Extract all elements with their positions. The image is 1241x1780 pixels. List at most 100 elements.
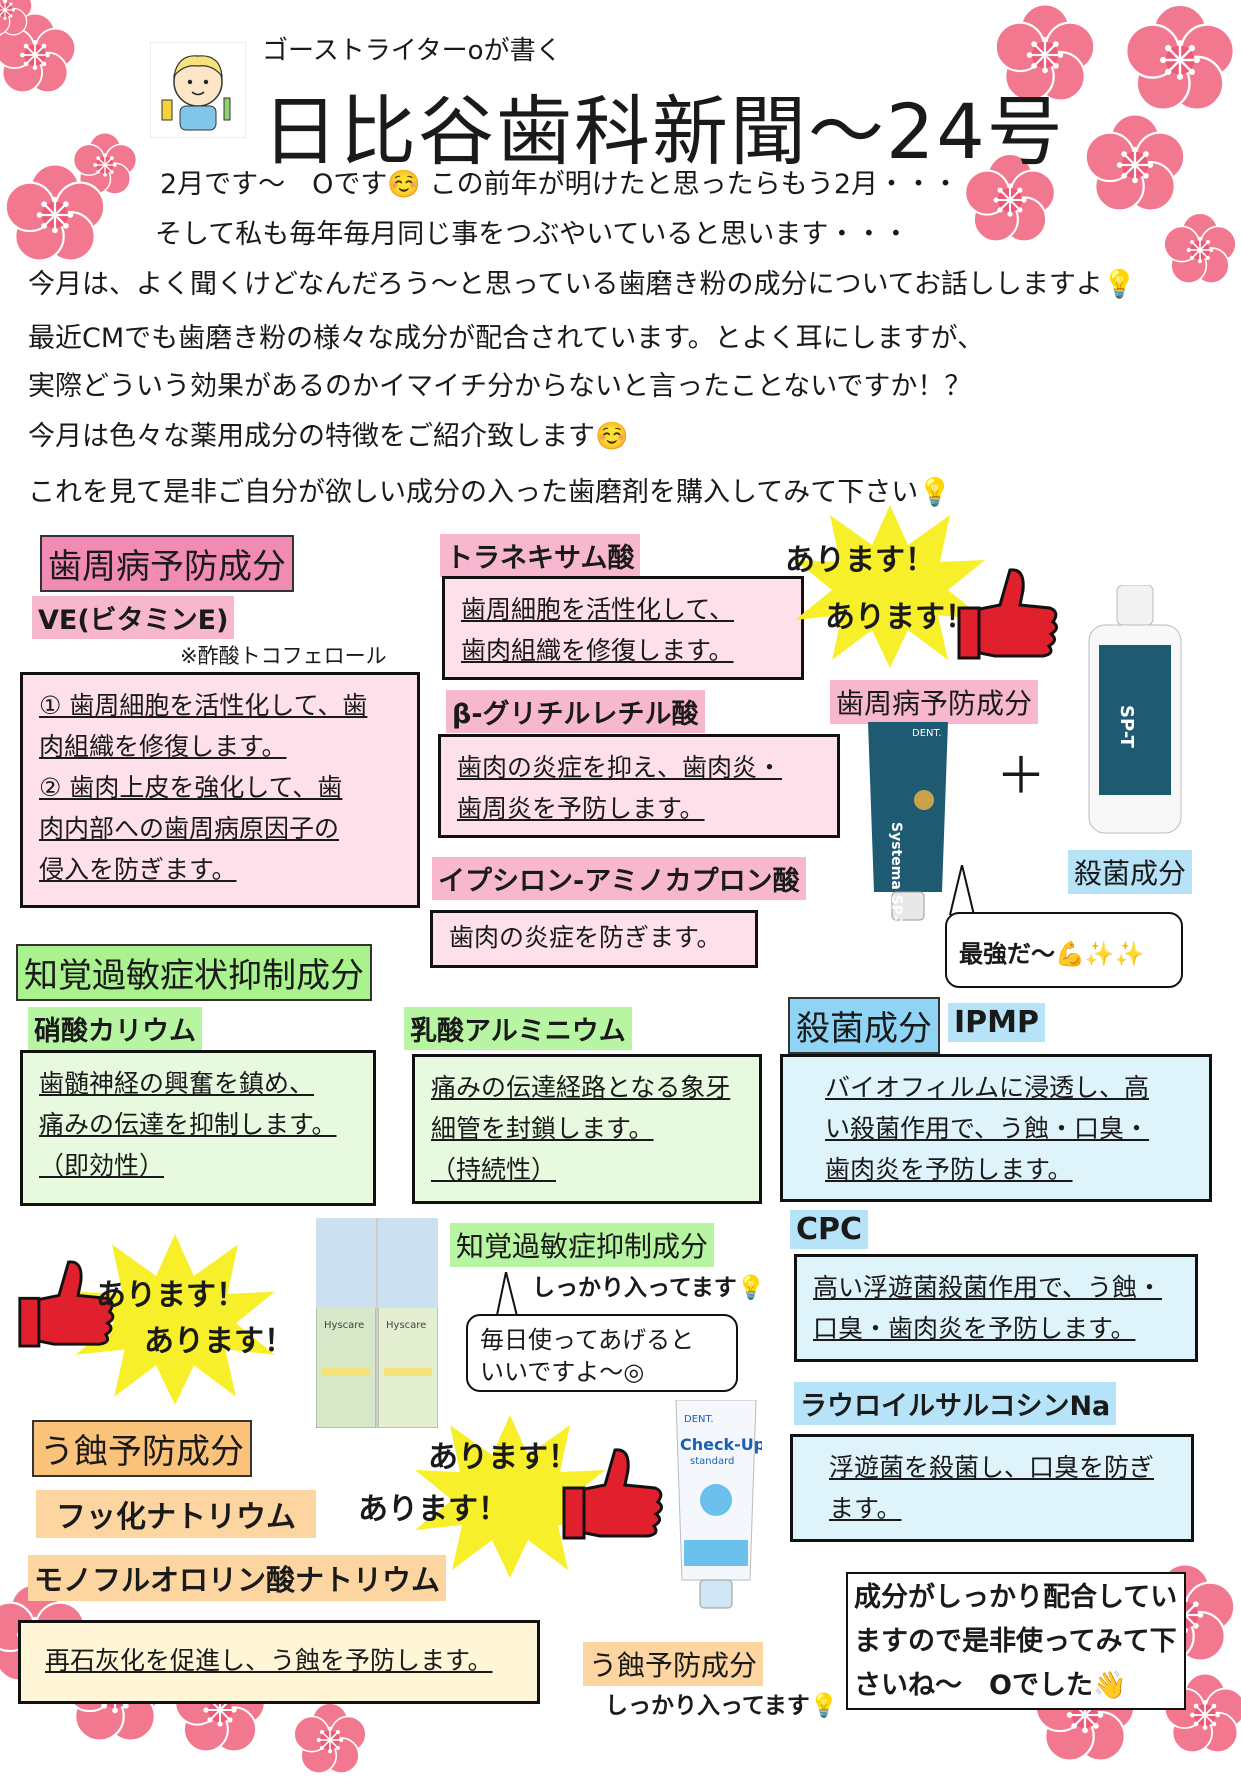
systema-bottle-image: SP-T (1085, 584, 1185, 835)
glycyr-title: β-グリチルレチル酸 (446, 690, 705, 733)
closing-line: ますので是非使ってみて下 (854, 1626, 1177, 1657)
product2-bubble: 毎日使ってあげると いいですよ〜◎ (466, 1314, 738, 1392)
product1-label-perio: 歯周病予防成分 (830, 680, 1039, 724)
product1-bubble: 最強だ〜💪✨✨ (945, 912, 1183, 988)
intro-line: 実際どういう効果があるのかイマイチ分からないと言ったことないですか！？ (28, 371, 972, 402)
kno3-title: 硝酸カリウム (28, 1007, 202, 1050)
bubble-line: 毎日使ってあげると (480, 1326, 695, 1354)
mfp-box: 再石灰化を促進し、う蝕を予防します。 (18, 1620, 540, 1704)
lsna-line: ます。 (829, 1494, 902, 1523)
ipmp-line: バイオフィルムに浸透し、高 (825, 1073, 1150, 1102)
systema-tube-image: DENT. Systema SP-T (862, 722, 954, 928)
blossom-decoration (990, 0, 1100, 110)
closing-line: 成分がしっかり配合してい (854, 1582, 1178, 1613)
tube-brand: DENT. (912, 728, 942, 739)
blossom-decoration (1160, 210, 1240, 290)
ve-line: 肉内部への歯周病原因子の (39, 814, 340, 843)
box-name: Hyscare (386, 1320, 426, 1331)
page-title: 日比谷歯科新聞〜24号 (262, 87, 1065, 176)
ve-line: ② 歯肉上皮を強化して、歯 (39, 773, 343, 802)
intro-line: 2月です〜 Oです☺️ この前年が明けたと思ったらもう2月・・・ (160, 169, 959, 200)
blossom-decoration (0, 0, 35, 40)
lsna-line: 浮遊菌を殺菌し、口臭を防ぎ (829, 1453, 1155, 1482)
cpc-title: CPC (790, 1210, 869, 1249)
bottle-name: SP-T (1116, 705, 1137, 749)
intro-line: そして私も毎年毎月同じ事をつぶやいていると思います・・・ (155, 219, 910, 250)
cpc-line: 高い浮遊菌殺菌作用で、う蝕・ (813, 1273, 1163, 1302)
closing-note: 成分がしっかり配合してい ますので是非使ってみて下 さいね〜 Oでした👋 (846, 1572, 1186, 1710)
al-box: 痛みの伝達経路となる象牙 細管を封鎖します。 （持続性） (412, 1054, 762, 1204)
bubble-line: いいですよ〜◎ (480, 1358, 645, 1386)
tube-name: Check-Up (680, 1435, 762, 1454)
starburst-icon (795, 505, 985, 668)
bubble-tail (494, 1272, 520, 1320)
intro-line: 最近CMでも歯磨き粉の様々な成分が配合されています。とよく耳にしますが、 (28, 323, 985, 354)
perio-section-label: 歯周病予防成分 (40, 535, 294, 592)
cheer-text: あります！ (428, 1440, 578, 1475)
blossom-decoration (290, 1700, 370, 1780)
blossom-decoration (0, 10, 80, 100)
tube-name: Systema SP-T (888, 822, 904, 922)
product3-label: う蝕予防成分 (583, 1642, 764, 1686)
mfp-line: 再石灰化を促進し、う蝕を予防します。 (45, 1646, 493, 1675)
cpc-line: 口臭・歯肉炎を予防します。 (813, 1314, 1136, 1343)
cheer-text: あります！ (825, 600, 975, 635)
blossom-decoration (960, 150, 1060, 250)
tube-brand: DENT. (684, 1414, 714, 1425)
lsna-title: ラウロイルサルコシンNa (794, 1382, 1117, 1425)
product1-label-steril: 殺菌成分 (1068, 850, 1193, 894)
mfp-title: モノフルオロリン酸ナトリウム (28, 1555, 447, 1601)
closing-line: さいね〜 Oでした👋 (854, 1670, 1127, 1701)
checkup-tube-image: DENT. Check-Up standard (670, 1399, 765, 1610)
blossom-decoration (1120, 0, 1240, 120)
glycyr-line: 歯周炎を予防します。 (457, 794, 705, 823)
intro-line: これを見て是非ご自分が欲しい成分の入った歯磨剤を購入してみて下さい💡 (28, 477, 952, 508)
starburst-icon (75, 1234, 275, 1406)
product2-label: 知覚過敏症抑制成分 (450, 1223, 715, 1267)
ipmp-line: い殺菌作用で、う蝕・口臭・ (825, 1114, 1150, 1143)
ipmp-box: バイオフィルムに浸透し、高 い殺菌作用で、う蝕・口臭・ 歯肉炎を予防します。 (780, 1054, 1212, 1202)
cheer-text: あります！ (144, 1324, 294, 1359)
ve-note: ※酢酸トコフェロール (180, 644, 387, 668)
al-line: （持続性） (431, 1155, 557, 1184)
thumbs-up-icon (18, 1260, 115, 1348)
box-name: Hyscare (324, 1320, 364, 1331)
steril-section-label: 殺菌成分 (788, 997, 940, 1054)
ve-title: VE(ビタミンE) (32, 596, 235, 639)
bubble-tail (948, 865, 976, 915)
cheer-text: あります！ (96, 1278, 246, 1313)
al-title: 乳酸アルミニウム (404, 1007, 632, 1050)
tranexamic-title: トラネキサム酸 (440, 534, 641, 577)
starburst-icon (415, 1415, 605, 1578)
kno3-line: 歯髄神経の興奮を鎮め、 (39, 1069, 315, 1098)
cheer-text: あります！ (358, 1492, 508, 1527)
kno3-box: 歯髄神経の興奮を鎮め、 痛みの伝達を抑制します。 （即効性） (20, 1050, 376, 1206)
tranexamic-line: 歯肉組織を修復します。 (461, 636, 734, 665)
plus-sign: ＋ (996, 747, 1046, 805)
ipmp-title: IPMP (948, 1003, 1045, 1042)
ve-line: 肉組織を修復します。 (39, 732, 287, 761)
intro-line: 今月は、よく聞くけどなんだろう〜と思っている歯磨き粉の成分についてお話ししますよ… (28, 269, 1137, 300)
product3-note: しっかり入ってます💡 (605, 1693, 839, 1719)
glycyr-line: 歯肉の炎症を抑え、歯肉炎・ (457, 753, 783, 782)
al-line: 細管を封鎖します。 (431, 1114, 654, 1143)
ve-box: ① 歯周細胞を活性化して、歯 肉組織を修復します。 ② 歯肉上皮を強化して、歯 … (20, 672, 420, 908)
glycyr-box: 歯肉の炎症を抑え、歯肉炎・ 歯周炎を予防します。 (438, 734, 840, 838)
epsilon-title: イプシロン-アミノカプロン酸 (432, 857, 806, 900)
blossom-decoration (70, 130, 140, 200)
thumbs-up-icon (957, 568, 1058, 660)
blossom-decoration (0, 160, 110, 270)
caries-section-label: う蝕予防成分 (32, 1420, 252, 1477)
epsilon-line: 歯肉の炎症を防ぎます。 (449, 923, 722, 952)
intro-line: 今月は色々な薬用成分の特徴をご紹介致します☺️ (28, 421, 629, 452)
tranexamic-line: 歯周細胞を活性化して、 (461, 595, 735, 624)
cpc-box: 高い浮遊菌殺菌作用で、う蝕・ 口臭・歯肉炎を予防します。 (794, 1254, 1198, 1362)
product2-note: しっかり入ってます💡 (532, 1275, 766, 1301)
kno3-line: 痛みの伝達を抑制します。 (39, 1110, 337, 1139)
tube-sub: standard (690, 1456, 734, 1467)
naf-title: フッ化ナトリウム (36, 1490, 316, 1538)
blossom-decoration (1080, 110, 1190, 220)
ipmp-line: 歯肉炎を予防します。 (825, 1155, 1073, 1184)
ve-line: 侵入を防ぎます。 (39, 855, 237, 884)
lsna-box: 浮遊菌を殺菌し、口臭を防ぎ ます。 (790, 1434, 1194, 1542)
